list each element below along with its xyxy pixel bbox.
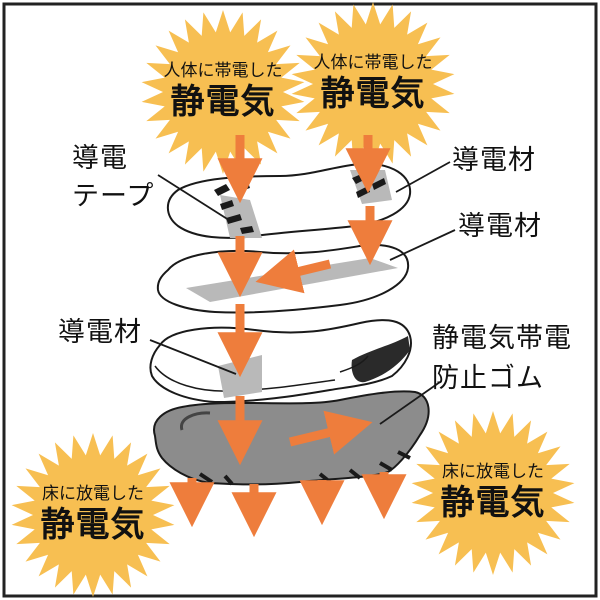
leader-conductive-material-insole	[395, 161, 451, 193]
midsole-heel-block	[351, 336, 410, 383]
arrow-along-middle-strip	[255, 249, 332, 294]
burst-top-right-line1: 人体に帯電した	[313, 53, 433, 73]
label-antistatic-rubber-line1: 静電気帯電	[432, 323, 572, 354]
burst-text-top-right: 人体に帯電した 静電気	[298, 52, 448, 114]
burst-top-left-line1: 人体に帯電した	[163, 61, 283, 81]
leader-lines	[149, 161, 456, 425]
burst-bottom-left	[11, 433, 175, 597]
burst-bottom-left-line2: 静電気	[40, 505, 146, 545]
burst-bottom-left-line1: 床に放電した	[42, 484, 144, 504]
burst-top-right	[291, 2, 455, 166]
outsole-tread	[198, 450, 411, 486]
burst-text-bottom-left: 床に放電した 静電気	[18, 483, 168, 545]
label-conductive-material-midsole: 導電材	[58, 317, 142, 348]
midsole-heel-contour	[339, 355, 369, 373]
outsole-heel-groove	[179, 411, 211, 431]
burst-top-left	[141, 10, 305, 174]
label-conductive-material-middle: 導電材	[458, 211, 542, 242]
label-conductive-tape-line2: テープ	[72, 181, 155, 212]
arrow-along-outsole	[288, 410, 373, 455]
label-conductive-tape-line1: 導電	[72, 143, 128, 174]
burst-text-top-left: 人体に帯電した 静電気	[148, 60, 298, 122]
leader-conductive-tape	[157, 174, 233, 223]
label-antistatic-rubber-line2: 防止ゴム	[432, 363, 544, 394]
burst-bottom-right	[411, 411, 575, 575]
leader-antistatic-rubber	[379, 381, 441, 425]
flow-arrows	[169, 135, 407, 538]
burst-top-right-line2: 静電気	[320, 74, 426, 114]
label-conductive-material-insole: 導電材	[452, 145, 536, 176]
leader-conductive-material-middle	[389, 229, 456, 261]
burst-bottom-right-line1: 床に放電した	[442, 462, 544, 482]
burst-text-bottom-right: 床に放電した 静電気	[418, 461, 568, 523]
midsole-shape	[149, 319, 412, 404]
burst-bottom-right-line2: 静電気	[440, 483, 546, 523]
burst-top-left-line2: 静電気	[170, 82, 276, 122]
